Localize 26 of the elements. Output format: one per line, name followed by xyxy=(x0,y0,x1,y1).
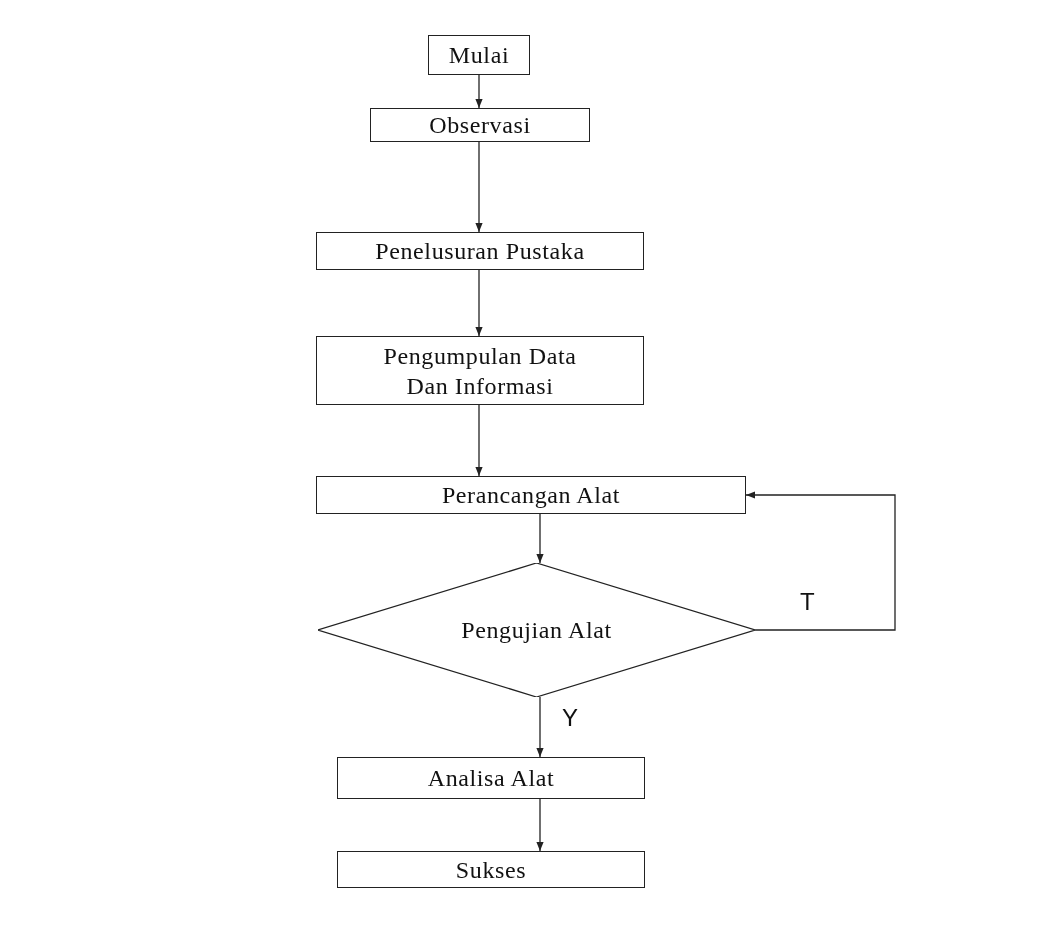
node-label: Pengujian Alat xyxy=(461,616,612,645)
arrow xyxy=(745,491,896,631)
process-box xyxy=(337,757,645,799)
node-label: Mulai xyxy=(448,41,510,70)
process-box xyxy=(370,108,590,142)
arrow xyxy=(475,74,483,109)
process-box xyxy=(316,232,644,270)
arrow xyxy=(536,798,544,852)
node-label: Observasi xyxy=(429,111,531,140)
edge-label: Y xyxy=(562,704,578,732)
process-box xyxy=(428,35,530,75)
decision-diamond xyxy=(318,563,755,697)
process-box xyxy=(316,476,746,514)
arrow xyxy=(475,269,483,337)
edge-label: T xyxy=(800,588,815,616)
node-label: Penelusuran Pustaka xyxy=(375,237,585,266)
arrow xyxy=(475,404,483,477)
process-box xyxy=(316,336,644,405)
arrow xyxy=(475,141,483,233)
node-label: Sukses xyxy=(455,855,527,885)
node-label: Pengumpulan Data Dan Informasi xyxy=(382,341,578,401)
node-label: Analisa Alat xyxy=(427,764,555,793)
arrow xyxy=(536,513,544,564)
process-box xyxy=(337,851,645,888)
arrow xyxy=(536,696,544,758)
node-label: Perancangan Alat xyxy=(441,481,621,510)
